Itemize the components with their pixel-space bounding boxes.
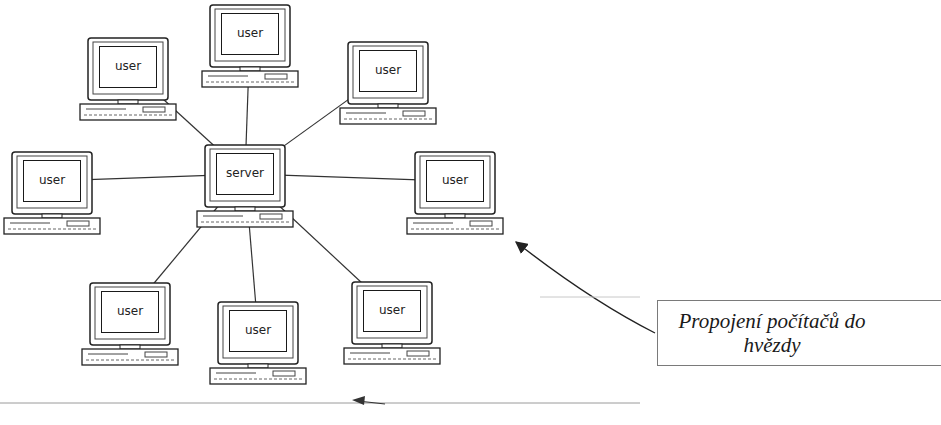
computer-icon	[202, 5, 298, 87]
screen-label: server	[226, 167, 264, 180]
computer-icon	[407, 152, 503, 234]
screen-label: user	[245, 324, 271, 337]
server-screen: server	[216, 153, 274, 195]
computer-icon	[4, 152, 100, 234]
user-screen: user	[23, 160, 81, 202]
network-cable	[274, 175, 426, 180]
user-screen: user	[363, 290, 421, 332]
computer-icon	[197, 145, 293, 227]
user-screen: user	[221, 13, 279, 55]
screen-label: user	[117, 305, 143, 318]
callout-box: Propojení počítačů do hvězdy	[657, 300, 941, 366]
network-cable	[81, 175, 216, 180]
callout-text: Propojení počítačů do hvězdy	[672, 309, 872, 357]
network-cable	[148, 195, 228, 291]
screen-label: user	[379, 304, 405, 317]
user-screen: user	[426, 160, 484, 202]
screen-label: user	[237, 27, 263, 40]
user-screen: user	[101, 291, 159, 333]
computer-icon	[340, 42, 436, 124]
scan-line	[0, 403, 640, 404]
computer-icon	[80, 38, 176, 120]
screen-label: user	[39, 174, 65, 187]
network-cable	[268, 195, 370, 290]
leader-arrow	[516, 242, 655, 333]
screen-label: user	[375, 64, 401, 77]
screen-label: user	[115, 60, 141, 73]
user-screen: user	[229, 310, 287, 352]
user-screen: user	[359, 50, 417, 92]
screen-label: user	[442, 174, 468, 187]
computer-icon	[82, 283, 178, 365]
scan-line	[540, 297, 640, 298]
computer-icon	[344, 282, 440, 364]
user-screen: user	[99, 46, 157, 88]
arrow-head	[352, 396, 365, 405]
computer-icon	[210, 302, 306, 384]
